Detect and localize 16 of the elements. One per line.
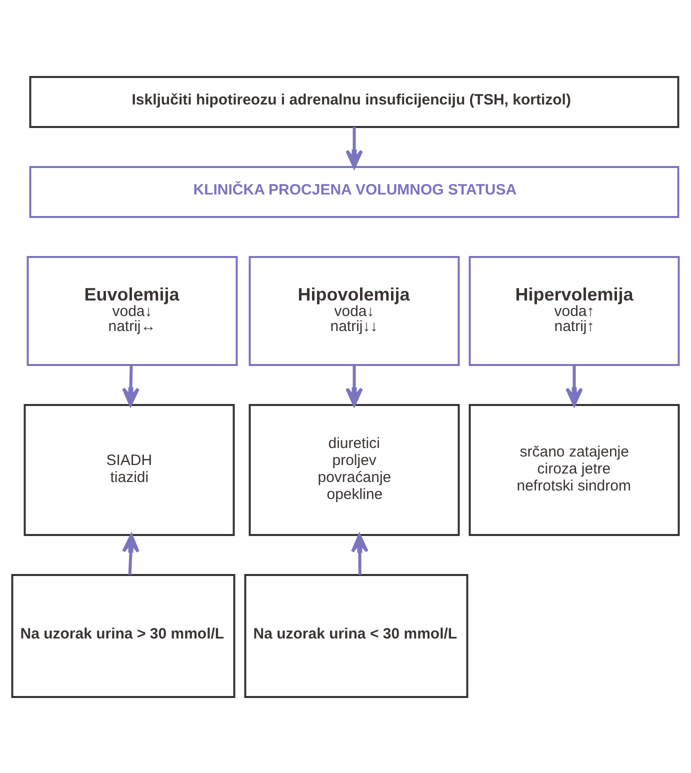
node-box: Hipovolemija voda↓ natrij↓↓ (248, 256, 460, 366)
arrow (566, 364, 583, 406)
node-box: SIADH tiazidi (24, 404, 235, 536)
arrow (346, 364, 363, 406)
node-box: Hipervolemija voda↑ natrij↑ (468, 256, 680, 366)
node-box: srčano zatajenje ciroza jetre nefrotski sindrom (468, 404, 680, 536)
arrow (122, 533, 140, 574)
node-box: Isključiti hipotireozu i adrenalnu insuficijenciju (TSH, kortizol) (29, 76, 680, 128)
node-box: diuretici proljev povraćanje opekline (248, 404, 460, 536)
arrow (122, 364, 140, 406)
node-box: Euvolemija voda↓ natrij↔ (26, 256, 238, 366)
arrow (351, 533, 368, 574)
node-box: KLINIČKA PROCJENA VOLUMNOG STATUSA (29, 166, 680, 218)
node-box: Na uzorak urina < 30 mmol/L (244, 574, 468, 698)
node-box: Na uzorak urina > 30 mmol/L (11, 574, 236, 698)
arrow (346, 126, 363, 168)
